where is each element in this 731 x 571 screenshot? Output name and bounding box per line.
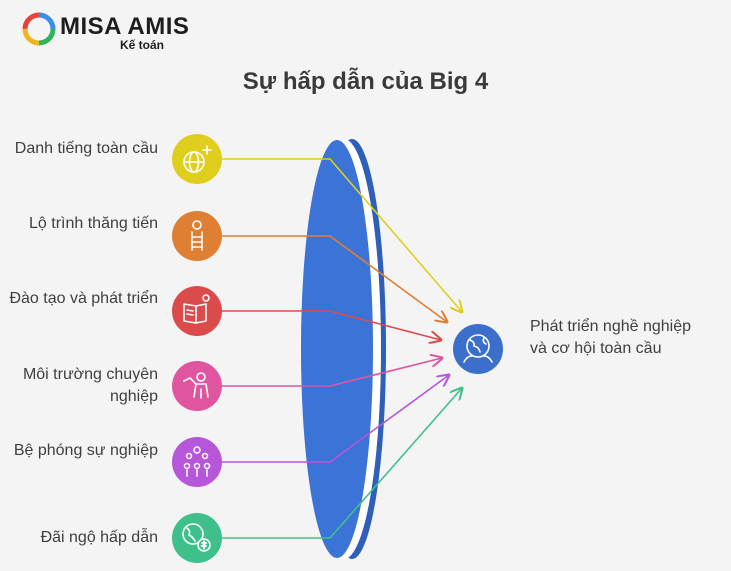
career-ladder-icon bbox=[191, 220, 203, 251]
source-node-5 bbox=[172, 437, 222, 487]
brand-name: MISA AMIS bbox=[60, 13, 190, 40]
connector-line bbox=[222, 158, 462, 312]
connector-line bbox=[222, 235, 447, 322]
source-node-2 bbox=[172, 211, 222, 261]
connector-line bbox=[222, 358, 442, 387]
globe-money-icon bbox=[182, 523, 211, 552]
team-network-icon bbox=[183, 446, 211, 477]
source-label: Danh tiếng toàn cầu bbox=[14, 140, 158, 157]
source-label: Đãi ngộ hấp dẫn bbox=[40, 529, 158, 546]
book-lightbulb-icon bbox=[183, 294, 210, 324]
misa-logo-icon bbox=[22, 12, 56, 46]
source-node-4 bbox=[172, 361, 222, 411]
connector-line bbox=[222, 375, 449, 463]
source-label: Bệ phóng sự nghiệp bbox=[13, 442, 158, 459]
professional-person-icon bbox=[183, 372, 209, 399]
target-node bbox=[453, 324, 503, 374]
brand-subtitle: Kế toán bbox=[120, 38, 165, 52]
globe-sparkle-icon bbox=[183, 145, 212, 173]
connectors bbox=[222, 158, 462, 539]
source-label: Môi trường chuyên nghiệp bbox=[22, 366, 158, 405]
focusing-lens bbox=[301, 139, 386, 559]
source-node-6 bbox=[172, 513, 222, 563]
source-node-1 bbox=[172, 134, 222, 184]
target-label: Phát triển nghề nghiệp và cơ hội toàn cầ… bbox=[530, 318, 692, 357]
source-label: Đào tạo và phát triển bbox=[9, 290, 158, 307]
source-node-3 bbox=[172, 286, 222, 336]
source-label: Lộ trình thăng tiến bbox=[29, 215, 158, 232]
global-people-icon bbox=[463, 334, 493, 363]
connector-line bbox=[222, 310, 441, 340]
connector-line bbox=[222, 388, 462, 539]
brand-logo: MISA AMIS Kế toán bbox=[18, 10, 189, 54]
diagram-title: Sự hấp dẫn của Big 4 bbox=[242, 68, 489, 95]
